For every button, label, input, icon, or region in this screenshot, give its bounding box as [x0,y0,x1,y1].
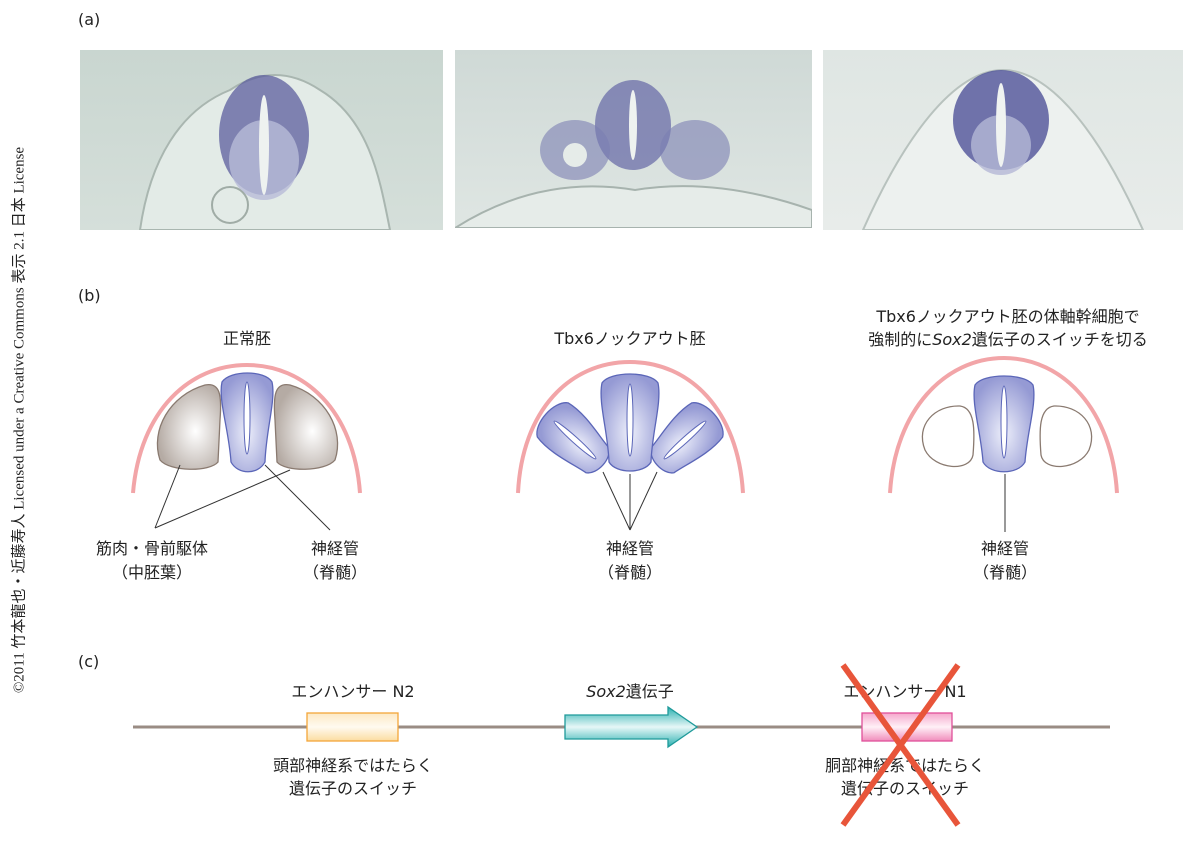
enhancer-n1-desc-1: 胴部神経系ではたらく [825,756,985,775]
sox2-switch-off-diagram [888,355,1119,532]
normal-embryo-diagram [131,362,362,531]
enhancer-n1-label: エンハンサー N1 [843,682,967,701]
micrograph-sox2-switch-off [823,50,1183,230]
copyright-credit: ©2011 竹本龍也・近藤寿人 Licensed under a Creativ… [11,146,28,694]
mesoderm-sublabel: （中胚葉） [111,563,193,582]
enhancer-n1-box [861,712,953,742]
missing-somite-right [1039,405,1093,468]
somite-right [273,383,339,470]
ectopic-neural-tube-right [650,402,724,474]
spinal-cord-label: （脊髄） [597,563,663,582]
normal-embryo-title: 正常胚 [222,329,272,348]
ectopic-neural-tube-left [536,402,610,474]
enhancer-n2-box [306,712,399,742]
gene-locus-diagram [133,705,1110,749]
enhancer-n1-desc-2: 遺伝子のスイッチ [840,779,970,798]
spinal-cord-label: （脊髄） [972,563,1038,582]
micrograph-normal [80,50,443,230]
micrograph-tbx6-knockout [455,50,812,228]
panel-c-label: (c) [78,652,100,671]
title-suffix: 遺伝子のスイッチを切る [971,330,1148,349]
switch-off-title-1: Tbx6ノックアウト胚の体軸幹細胞で [876,307,1140,326]
neural-tube-label: 神経管 [980,539,1030,558]
panel-a-label: (a) [78,10,101,29]
enhancer-n2-desc-1: 頭部神経系ではたらく [273,756,433,775]
neural-tube [600,373,660,472]
gene-suffix: 遺伝子 [625,682,674,701]
missing-somite-left [921,405,975,468]
gene-name: Sox2 [586,682,626,701]
ectoderm-arc [131,362,362,494]
panel-b-label: (b) [78,286,101,305]
gene-name: Sox2 [932,330,972,349]
spinal-cord-label: （脊髄） [302,563,368,582]
sox2-gene-arrow [564,705,699,749]
neural-tube-label: 神経管 [310,539,360,558]
neural-tube [973,375,1035,473]
tbx6-knockout-diagram [516,359,745,531]
sox2-gene-label: Sox2遺伝子 [586,680,674,703]
knockout-title: Tbx6ノックアウト胚 [554,329,706,348]
enhancer-n2-label: エンハンサー N2 [291,682,415,701]
mesoderm-label: 筋肉・骨前駆体 [95,539,209,558]
neural-tube-label: 神経管 [605,539,655,558]
switch-off-title-2: 強制的にSox2遺伝子のスイッチを切る [868,328,1148,351]
enhancer-n2-desc-2: 遺伝子のスイッチ [288,779,418,798]
somite-left [156,383,222,470]
neural-tube [220,372,274,473]
title-prefix: 強制的に [868,330,933,349]
